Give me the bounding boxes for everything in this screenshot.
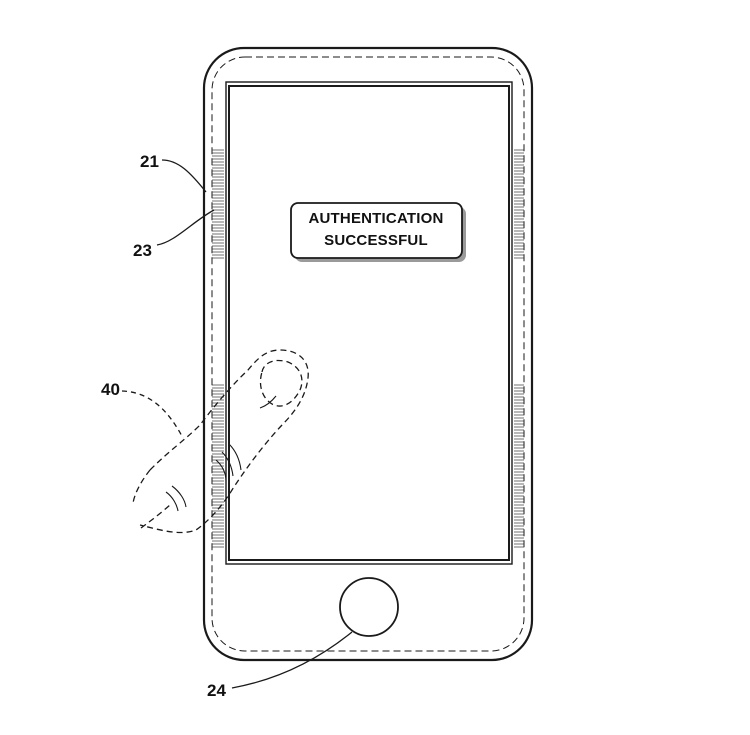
display-screen [225,81,513,565]
side-sensor-hatching [212,149,524,548]
label-23: 23 [133,241,152,260]
leader-lines [121,159,353,689]
message-line-2: SUCCESSFUL [324,232,428,249]
leader-24 [231,631,353,689]
leader-23 [156,209,215,246]
home-button[interactable] [339,577,399,637]
reference-numerals: 21 23 40 24 [101,152,226,700]
authentication-message: AUTHENTICATION SUCCESSFUL [290,202,466,262]
label-24: 24 [207,681,226,700]
message-line-1: AUTHENTICATION [308,210,443,227]
phone-housing [202,46,534,662]
label-21: 21 [140,152,159,171]
circle-button-icon[interactable] [339,577,399,637]
finger-outline-dashed-icon [132,349,309,534]
finger-creases [165,395,277,512]
leader-21 [161,159,207,193]
label-40: 40 [101,380,120,399]
leader-40 [121,390,184,439]
